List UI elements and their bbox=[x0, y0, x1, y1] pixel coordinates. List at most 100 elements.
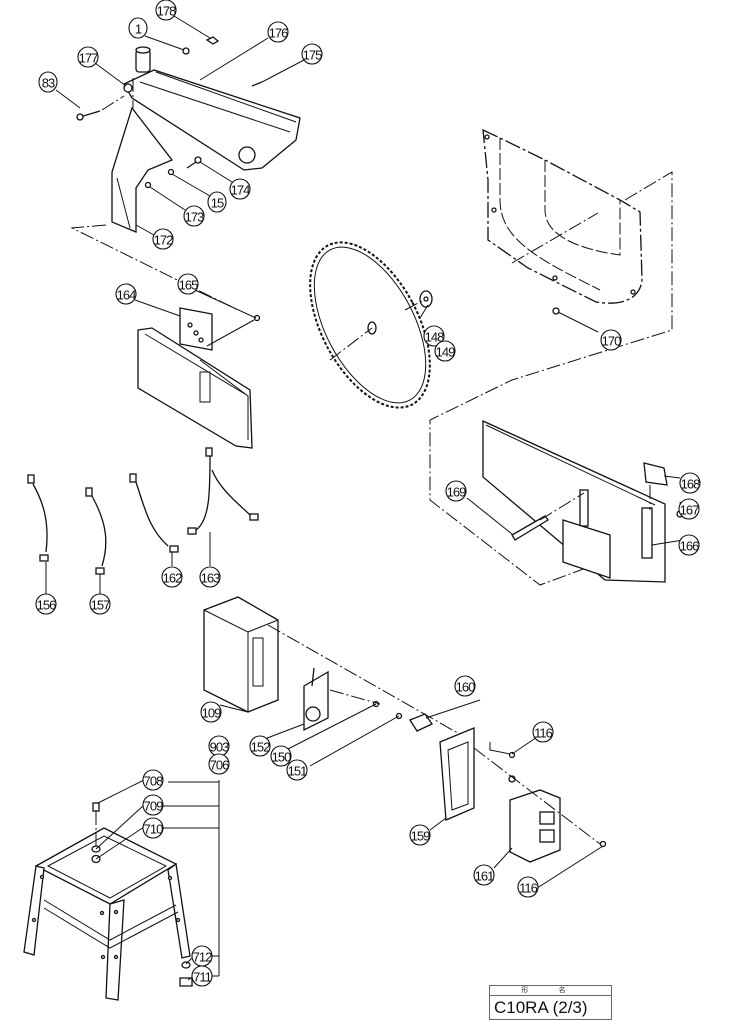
callout-161: 161 bbox=[473, 864, 495, 886]
switch-161 bbox=[509, 789, 561, 863]
callout-circle bbox=[152, 228, 174, 250]
callout-number: 177 bbox=[79, 51, 98, 66]
callout-149: 149 bbox=[434, 340, 456, 362]
callout-circle bbox=[199, 566, 221, 588]
callout-number: 174 bbox=[231, 183, 250, 198]
callout-151: 151 bbox=[286, 759, 308, 781]
callout-175: 175 bbox=[301, 43, 323, 65]
callout-number: 159 bbox=[411, 829, 430, 844]
callout-168: 168 bbox=[679, 472, 701, 494]
slot bbox=[579, 489, 589, 527]
callout-173: 173 bbox=[183, 205, 205, 227]
callout-number: 711 bbox=[193, 970, 211, 985]
callout-number: 116 bbox=[534, 726, 552, 741]
callout-circle bbox=[600, 329, 622, 351]
callout-160: 160 bbox=[454, 675, 476, 697]
callout-169: 169 bbox=[445, 480, 467, 502]
callout-number: 709 bbox=[144, 799, 163, 814]
callout-circle bbox=[679, 472, 701, 494]
callout-number: 162 bbox=[163, 571, 182, 586]
screw-116b bbox=[599, 840, 607, 848]
callout-163: 163 bbox=[199, 566, 221, 588]
callout-circle bbox=[434, 340, 456, 362]
callout-number: 706 bbox=[210, 758, 229, 773]
callout-148: 148 bbox=[423, 325, 445, 347]
callout-number: 152 bbox=[251, 740, 270, 755]
callout-176: 176 bbox=[267, 21, 289, 43]
callout-circle bbox=[155, 0, 177, 21]
callout-circle bbox=[454, 675, 476, 697]
title-block-header: 形 名 bbox=[490, 986, 611, 996]
callout-152: 152 bbox=[249, 735, 271, 757]
callout-circle bbox=[177, 273, 199, 295]
riving-knife bbox=[111, 106, 174, 233]
switch-box bbox=[203, 596, 279, 713]
callout-circle bbox=[115, 283, 137, 305]
callout-circle bbox=[286, 759, 308, 781]
callout-number: 150 bbox=[272, 750, 291, 765]
callout-number: 163 bbox=[201, 571, 220, 586]
stand bbox=[23, 827, 191, 1001]
callout-circle bbox=[200, 701, 222, 723]
callout-167: 167 bbox=[678, 498, 700, 520]
callout-number: 148 bbox=[425, 330, 444, 345]
callout-circle bbox=[161, 566, 183, 588]
callout-number: 109 bbox=[202, 706, 221, 721]
callout-109: 109 bbox=[200, 701, 222, 723]
callout-156: 156 bbox=[35, 593, 57, 615]
callout-162: 162 bbox=[161, 566, 183, 588]
callout-number: 116 bbox=[519, 881, 537, 896]
callout-circle bbox=[208, 753, 230, 775]
circuit-board bbox=[303, 667, 329, 732]
callout-166: 166 bbox=[678, 534, 700, 556]
callout-177: 177 bbox=[77, 46, 99, 68]
callout-circle bbox=[517, 876, 539, 898]
callout-circle bbox=[678, 534, 700, 556]
callout-159: 159 bbox=[409, 824, 431, 846]
callout-number: 169 bbox=[447, 485, 466, 500]
callout-circle bbox=[229, 178, 251, 200]
callout-164: 164 bbox=[115, 283, 137, 305]
lead-wires bbox=[27, 447, 259, 575]
plate-164 bbox=[179, 307, 213, 351]
callout-number: 166 bbox=[680, 539, 699, 554]
callout-712: 712 bbox=[191, 945, 213, 967]
callout-circle bbox=[38, 71, 58, 93]
callout-150: 150 bbox=[270, 745, 292, 767]
callout-1: 1 bbox=[128, 17, 148, 39]
callout-number: 157 bbox=[91, 598, 110, 613]
callout-709: 709 bbox=[142, 794, 164, 816]
switch-plate bbox=[439, 727, 475, 821]
callout-170: 170 bbox=[600, 329, 622, 351]
knob-168 bbox=[643, 462, 668, 486]
callout-83: 83 bbox=[38, 71, 58, 93]
callout-116: 116 bbox=[532, 721, 554, 743]
fence-bracket bbox=[562, 519, 611, 579]
saw-blade bbox=[309, 241, 433, 409]
callout-number: 710 bbox=[144, 822, 163, 837]
callout-number: 170 bbox=[602, 334, 621, 349]
bracket bbox=[137, 327, 253, 449]
callout-number: 161 bbox=[475, 869, 494, 884]
callout-circle bbox=[301, 43, 323, 65]
callout-circle bbox=[423, 325, 445, 347]
callout-number: 15 bbox=[211, 196, 224, 211]
callout-706: 706 bbox=[208, 753, 230, 775]
callout-172: 172 bbox=[152, 228, 174, 250]
callout-number: 708 bbox=[144, 774, 163, 789]
callout-circle bbox=[445, 480, 467, 502]
callout-number: 176 bbox=[269, 26, 288, 41]
callout-number: 178 bbox=[157, 4, 176, 19]
callout-number: 165 bbox=[179, 278, 198, 293]
callout-number: 83 bbox=[42, 76, 55, 91]
callout-circle bbox=[207, 191, 227, 213]
callout-number: 156 bbox=[37, 598, 56, 613]
callout-circle bbox=[191, 965, 213, 987]
callout-number: 167 bbox=[680, 503, 699, 518]
callout-903: 903 bbox=[208, 735, 230, 757]
callout-circle bbox=[678, 498, 700, 520]
callout-174: 174 bbox=[229, 178, 251, 200]
title-block: 形 名 C10RA (2/3) bbox=[489, 985, 612, 1020]
callout-157: 157 bbox=[89, 593, 111, 615]
